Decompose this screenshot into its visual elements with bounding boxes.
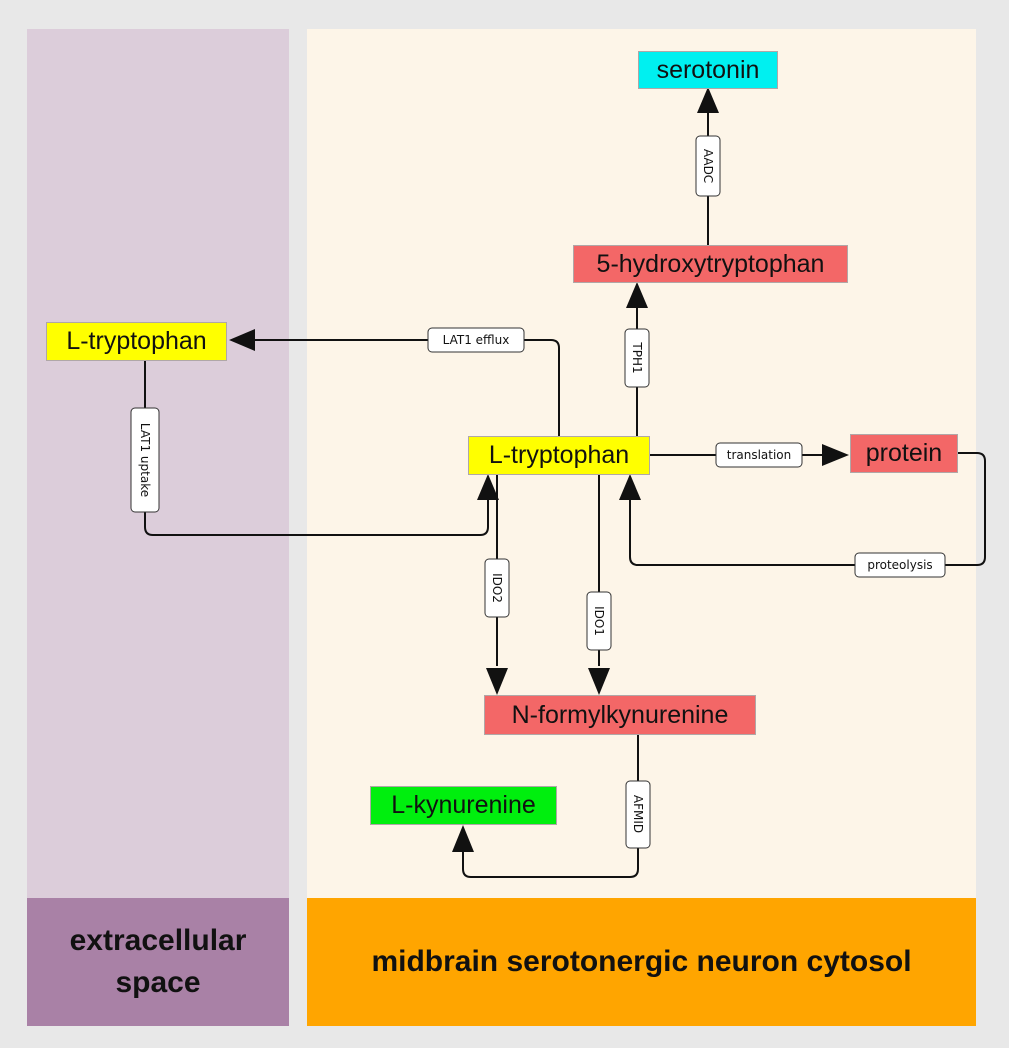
enzyme-lat1-efflux-label: LAT1 efflux (443, 333, 510, 347)
arrowhead-5htp (626, 282, 648, 308)
cytosol-label-text: midbrain serotonergic neuron cytosol (371, 945, 912, 978)
enzyme-ido1-label: IDO1 (592, 606, 606, 636)
edge-lat1-uptake (144, 361, 489, 536)
edge-lat1-efflux (250, 339, 560, 437)
node-serotonin[interactable]: serotonin (638, 51, 778, 89)
enzyme-afmid-label: AFMID (631, 795, 645, 833)
arrowhead-kynurenine (452, 825, 474, 852)
node-5-hydroxytryptophan[interactable]: 5-hydroxytryptophan (573, 245, 848, 283)
node-n-formylkynurenine-label: N-formylkynurenine (511, 700, 729, 729)
node-protein-label: protein (865, 439, 943, 467)
arrowhead-serotonin (697, 87, 719, 113)
enzyme-ido1: IDO1 (586, 591, 612, 651)
enzyme-proteolysis: proteolysis (854, 552, 946, 578)
enzyme-lat1-uptake-label: LAT1 uptake (138, 423, 152, 497)
node-l-kynurenine[interactable]: L-kynurenine (370, 786, 557, 825)
node-protein[interactable]: protein (850, 434, 958, 473)
arrowhead-trp-extracellular (229, 329, 255, 351)
arrowhead-nfk-ido1 (588, 668, 610, 695)
node-5-hydroxytryptophan-label: 5-hydroxytryptophan (596, 249, 825, 278)
node-l-tryptophan-cytosol-label: L-tryptophan (488, 441, 630, 469)
edge-afmid (462, 734, 639, 878)
node-serotonin-label: serotonin (656, 55, 760, 84)
enzyme-tph1: TPH1 (624, 328, 650, 388)
node-l-tryptophan-extracellular-label: L-tryptophan (66, 327, 207, 355)
enzyme-afmid: AFMID (625, 780, 651, 849)
enzyme-translation-label: translation (727, 448, 792, 462)
extracellular-label-line2: space (115, 966, 201, 999)
arrowhead-nfk-ido2 (486, 668, 508, 695)
enzyme-aadc-label: AADC (701, 149, 715, 183)
enzyme-ido2: IDO2 (484, 558, 510, 618)
enzyme-aadc: AADC (695, 135, 721, 197)
edge-proteolysis (629, 452, 986, 566)
enzyme-lat1-efflux: LAT1 efflux (427, 327, 525, 353)
node-l-tryptophan-cytosol[interactable]: L-tryptophan (468, 436, 650, 475)
enzyme-proteolysis-label: proteolysis (867, 558, 932, 572)
enzyme-tph1-label: TPH1 (630, 341, 644, 373)
enzyme-translation: translation (715, 442, 803, 468)
extracellular-label-line1: extracellular (69, 924, 247, 957)
node-l-kynurenine-label: L-kynurenine (391, 791, 536, 819)
arrowhead-trp-cytosol-proteolysis (619, 474, 641, 500)
cytosol-label: midbrain serotonergic neuron cytosol (307, 898, 976, 1026)
node-n-formylkynurenine[interactable]: N-formylkynurenine (484, 695, 756, 735)
arrowhead-protein (822, 444, 849, 466)
extracellular-label: extracellular space (27, 898, 289, 1026)
node-l-tryptophan-extracellular[interactable]: L-tryptophan (46, 322, 227, 361)
enzyme-ido2-label: IDO2 (490, 573, 504, 603)
enzyme-lat1-uptake: LAT1 uptake (130, 407, 160, 513)
arrowhead-trp-cytosol-uptake (477, 474, 499, 500)
